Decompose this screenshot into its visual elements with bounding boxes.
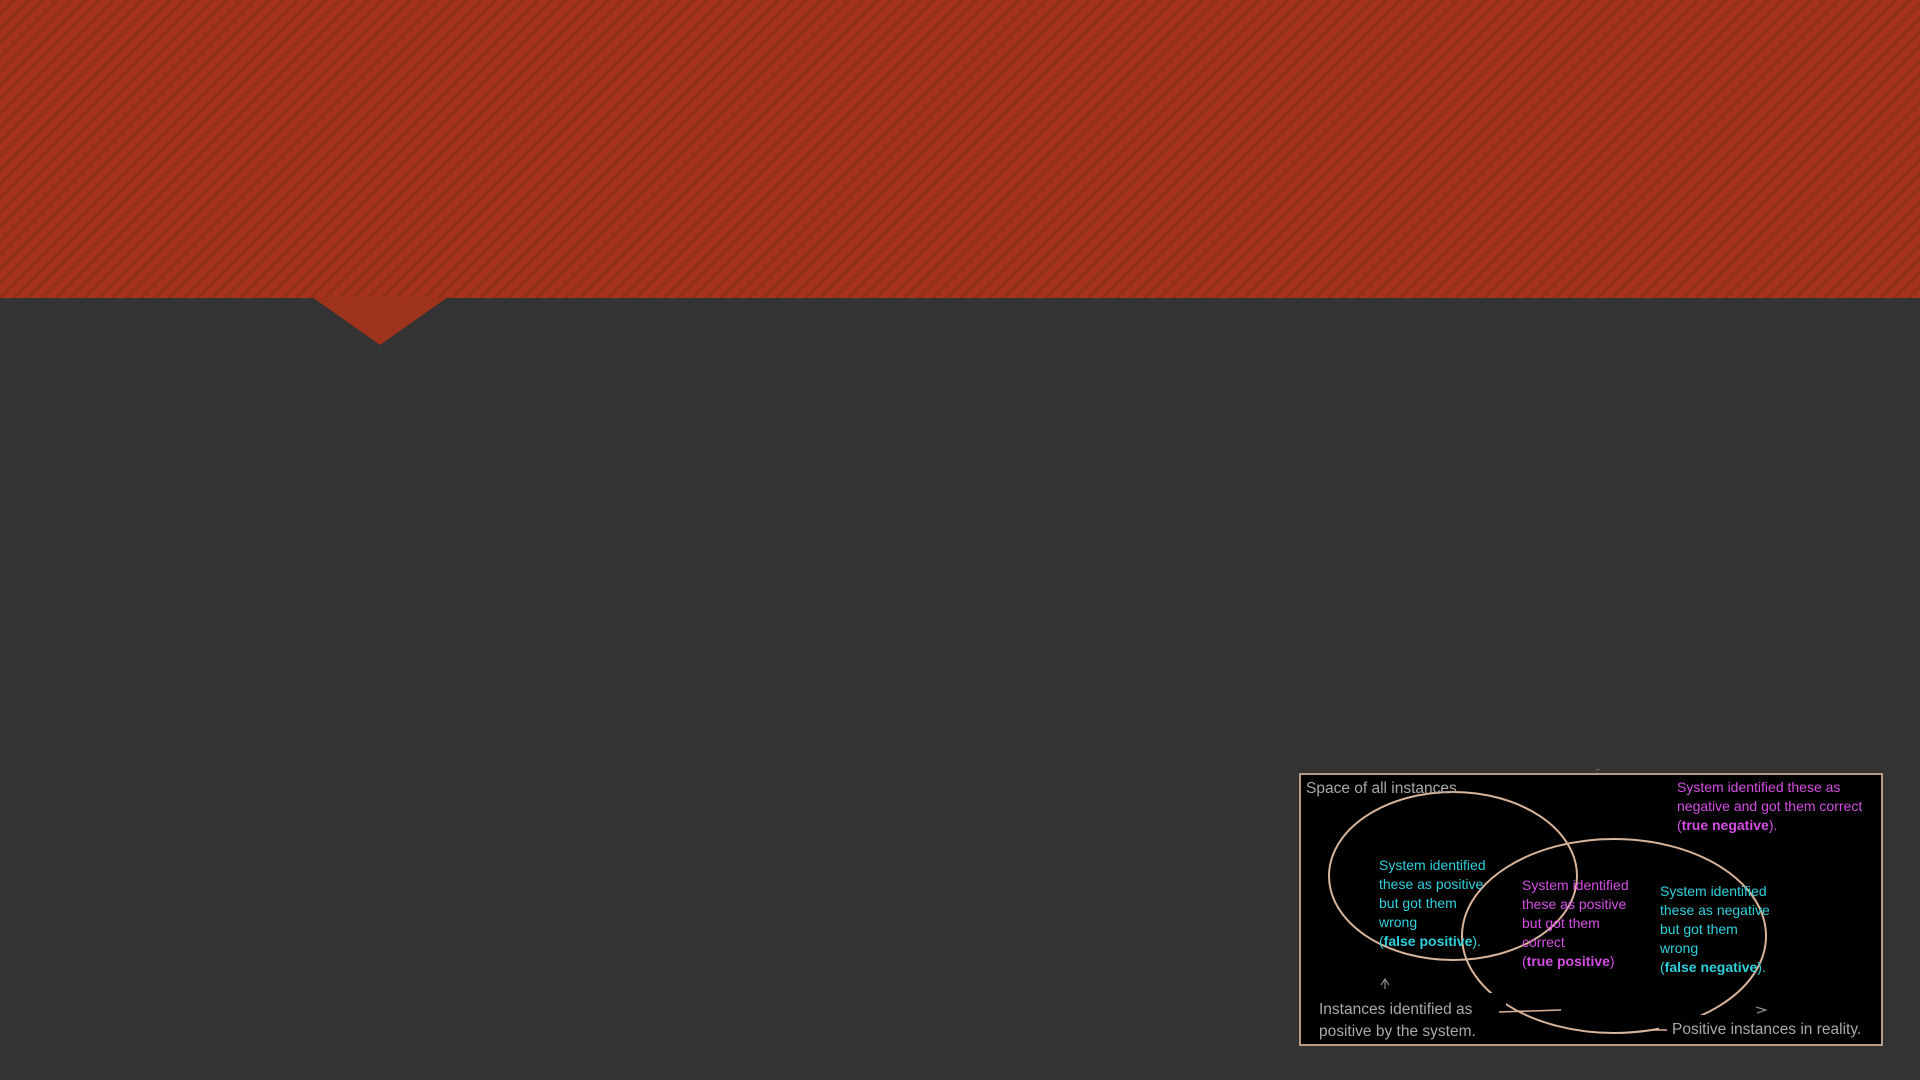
space-of-all-instances-label: Space of all instances bbox=[1306, 780, 1457, 797]
true-negative-term-line: (true negative). bbox=[1677, 817, 1778, 833]
true-negative-line-1: System identified these as bbox=[1677, 779, 1841, 795]
false-negative-term: false negative bbox=[1664, 959, 1758, 975]
true-positive-line-2: these as positive bbox=[1522, 896, 1627, 912]
false-positive-label: System identified these as positive but … bbox=[1379, 856, 1486, 951]
label-mask-left bbox=[1311, 993, 1506, 1044]
true-negative-line-2: negative and got them correct bbox=[1677, 798, 1863, 814]
true-positive-term-line: (true positive) bbox=[1522, 953, 1615, 969]
true-negative-label: System identified these as negative and … bbox=[1677, 778, 1862, 835]
venn-diagram: Space of all instances System identified… bbox=[1299, 773, 1883, 1046]
false-positive-line-4: wrong bbox=[1379, 914, 1418, 930]
true-positive-line-3: but got them bbox=[1522, 915, 1600, 931]
false-negative-line-2: these as negative bbox=[1660, 902, 1770, 918]
false-positive-term-line: (false positive). bbox=[1379, 933, 1481, 949]
system-positive-label: Instances identified as positive by the … bbox=[1319, 999, 1476, 1043]
true-negative-term: true negative bbox=[1681, 817, 1769, 833]
false-negative-line-3: but got them bbox=[1660, 921, 1738, 937]
false-negative-term-line: (false negative). bbox=[1660, 959, 1766, 975]
system-positive-line-1: Instances identified as bbox=[1319, 1001, 1473, 1018]
false-positive-line-3: but got them bbox=[1379, 895, 1457, 911]
false-positive-term: false positive bbox=[1383, 933, 1473, 949]
true-positive-line-1: System identified bbox=[1522, 877, 1629, 893]
system-positive-pointer bbox=[1498, 1009, 1562, 1013]
false-negative-line-1: System identified bbox=[1660, 883, 1767, 899]
system-positive-ellipse bbox=[1328, 791, 1578, 961]
true-positive-label: System identified these as positive but … bbox=[1522, 876, 1629, 971]
false-negative-label: System identified these as negative but … bbox=[1660, 882, 1770, 977]
banner-notch bbox=[312, 297, 448, 345]
anchor-mark-icon: ⌐ bbox=[1596, 765, 1601, 774]
true-positive-term: true positive bbox=[1526, 953, 1610, 969]
title-banner bbox=[0, 0, 1920, 298]
reality-positive-label: Positive instances in reality. bbox=[1672, 1021, 1862, 1038]
false-negative-line-4: wrong bbox=[1660, 940, 1699, 956]
false-positive-line-2: these as positive bbox=[1379, 876, 1484, 892]
arrow-mark-right-icon bbox=[1755, 1006, 1768, 1014]
label-mask-right bbox=[1659, 1015, 1881, 1044]
system-positive-line-2: positive by the system. bbox=[1319, 1023, 1476, 1040]
true-positive-line-4: correct bbox=[1522, 934, 1565, 950]
reality-positive-ellipse bbox=[1461, 838, 1767, 1034]
arrow-mark-left-icon bbox=[1380, 977, 1390, 989]
false-positive-line-1: System identified bbox=[1379, 857, 1486, 873]
venn-ellipses bbox=[1311, 791, 1881, 1044]
